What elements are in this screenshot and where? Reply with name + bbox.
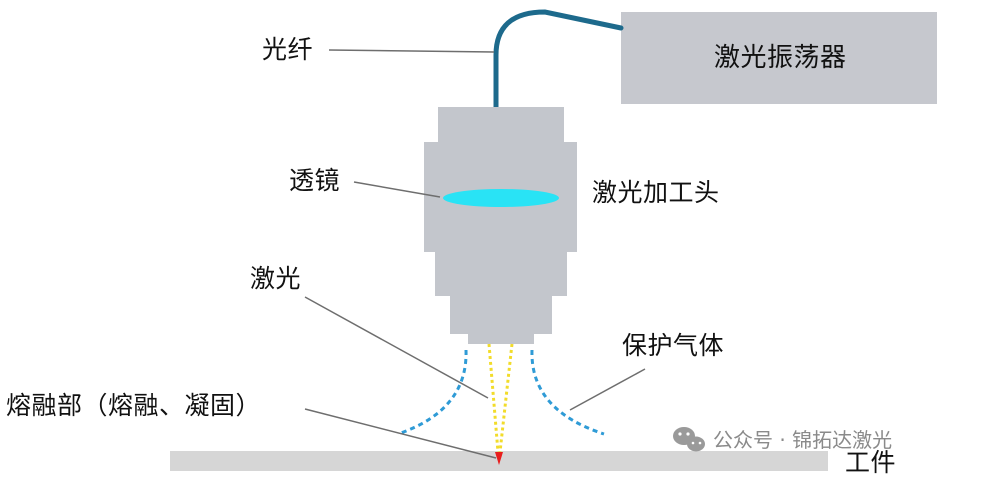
leader-lens (353, 181, 441, 198)
label-fiber: 光纤 (262, 35, 314, 64)
label-laser-oscillator: 激光振荡器 (714, 43, 847, 73)
label-melt-zone: 熔融部（熔融、凝固） (6, 391, 262, 420)
label-laser-head: 激光加工头 (592, 178, 720, 207)
laser-beam-left (487, 343, 500, 453)
leader-laser (304, 296, 489, 399)
label-lens: 透镜 (289, 166, 341, 195)
label-shield-gas: 保护气体 (622, 331, 725, 360)
melt-hotspot (495, 452, 503, 465)
shield-gas-left (397, 349, 468, 436)
leader-fiber (328, 49, 495, 53)
leader-melt (304, 408, 497, 459)
laser-head-body (424, 107, 577, 334)
wechat-icon (673, 427, 705, 452)
leader-shield-gas (569, 368, 646, 411)
laser-oscillator-box (621, 12, 937, 104)
shield-gas-right (530, 349, 605, 436)
lens-ellipse (443, 189, 559, 207)
label-laser: 激光 (250, 264, 302, 293)
fiber-cable (493, 9, 624, 110)
label-workpiece: 工件 (845, 448, 897, 477)
watermark-text: 公众号 · 锦拓达激光 (713, 428, 893, 452)
laser-head-nozzle (468, 334, 534, 344)
laser-beam-right (498, 343, 514, 453)
